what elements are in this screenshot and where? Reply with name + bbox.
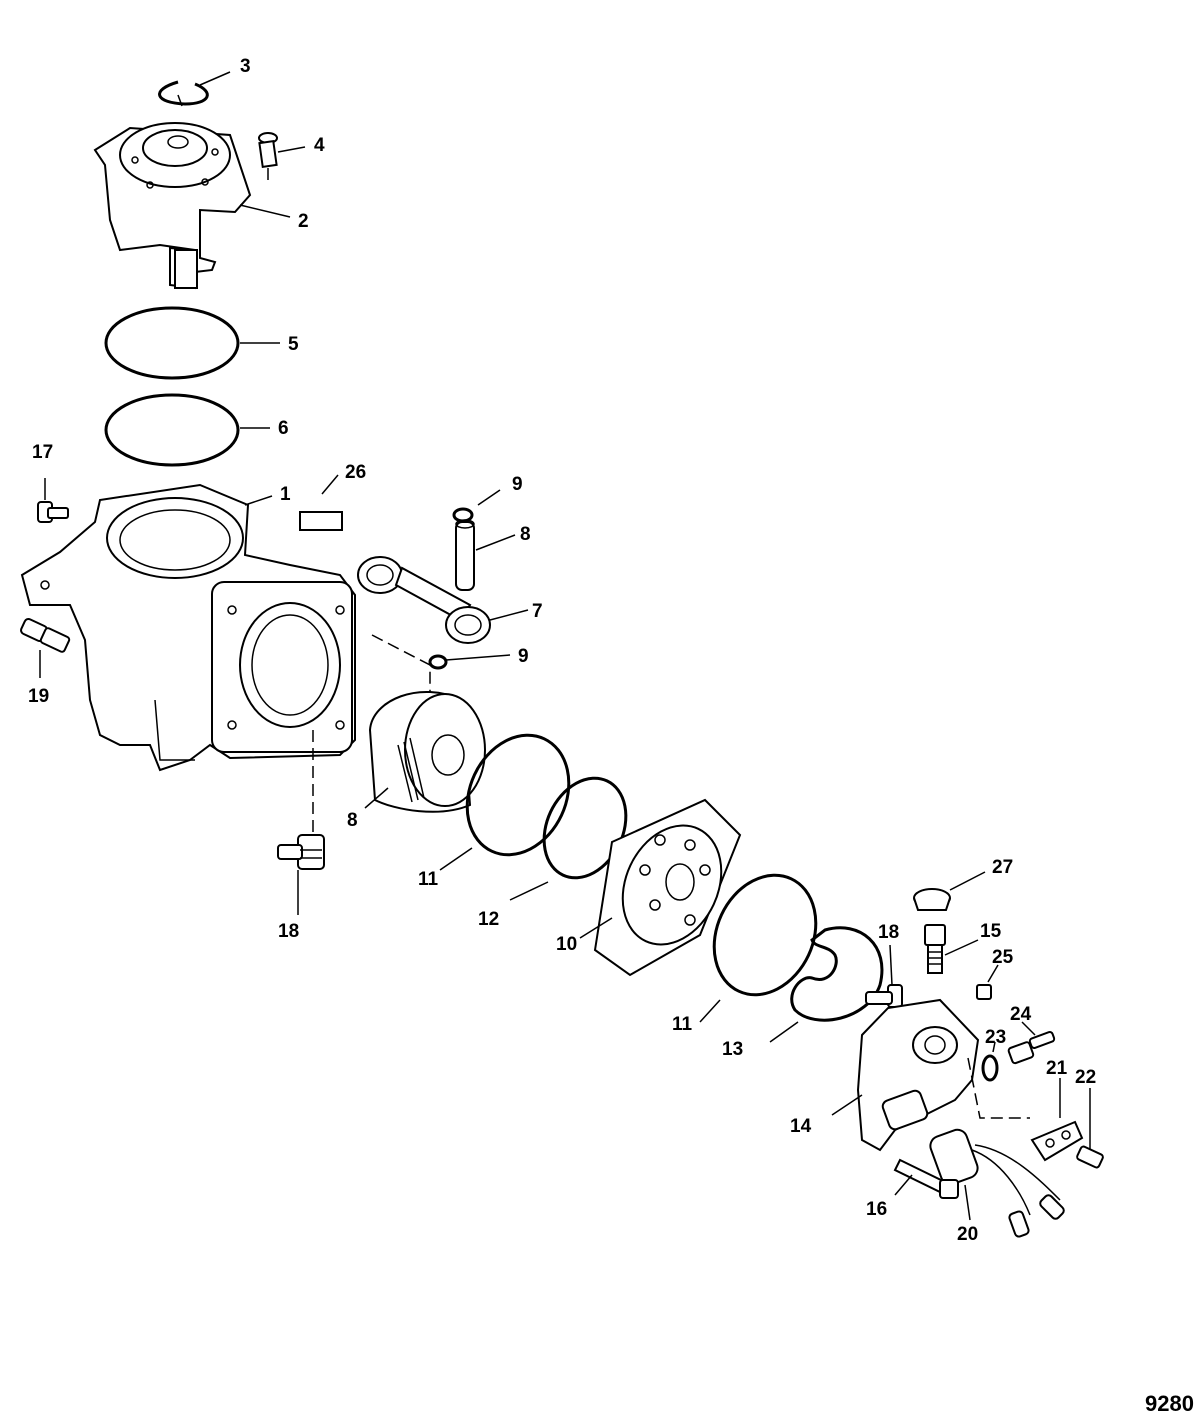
callout-5: 5 bbox=[288, 334, 299, 355]
cap-part-27 bbox=[913, 888, 951, 911]
o-ring-part-23 bbox=[981, 1054, 999, 1082]
callout-25: 25 bbox=[992, 947, 1014, 968]
callout-12: 12 bbox=[478, 909, 499, 930]
bolt-part-16 bbox=[893, 1158, 959, 1199]
callout-27: 27 bbox=[992, 857, 1013, 878]
bolt-part-22 bbox=[1076, 1145, 1104, 1169]
sensor-part-20 bbox=[929, 1128, 1065, 1238]
callout-8-pin: 8 bbox=[520, 524, 531, 545]
callout-18-right: 18 bbox=[878, 922, 899, 943]
fitting-part-19 bbox=[20, 617, 71, 653]
callout-15: 15 bbox=[980, 921, 1002, 942]
callout-6: 6 bbox=[278, 418, 289, 439]
gasket-part-13 bbox=[790, 926, 884, 1022]
callout-26: 26 bbox=[345, 462, 366, 483]
elbow-fitting-part-18-right bbox=[865, 984, 903, 1008]
plug-part-25 bbox=[976, 984, 992, 1000]
elbow-fitting-part-18-left bbox=[277, 834, 325, 870]
callout-9-upper: 9 bbox=[512, 474, 523, 495]
clip-part-9-upper bbox=[452, 507, 474, 523]
callout-9-lower: 9 bbox=[518, 646, 529, 667]
connecting-rod-part-7 bbox=[357, 556, 491, 644]
valve-plate-part-10 bbox=[593, 798, 742, 977]
callout-10: 10 bbox=[556, 934, 577, 955]
fitting-part-24 bbox=[1007, 1031, 1056, 1065]
piston-part-8 bbox=[368, 691, 486, 813]
callout-13: 13 bbox=[722, 1039, 743, 1060]
o-ring-part-5 bbox=[104, 306, 240, 380]
callout-23: 23 bbox=[985, 1027, 1006, 1048]
callout-16: 16 bbox=[866, 1199, 887, 1220]
fitting-part-15 bbox=[924, 924, 946, 974]
callout-20: 20 bbox=[957, 1224, 978, 1245]
end-cap-part-14 bbox=[856, 998, 980, 1152]
o-ring-part-11-left bbox=[465, 733, 571, 857]
callout-11-left: 11 bbox=[418, 869, 439, 890]
bolt-part-4 bbox=[258, 132, 278, 185]
alignment-line-rod bbox=[371, 634, 431, 700]
bracket-part-21 bbox=[1030, 1120, 1084, 1162]
callout-3: 3 bbox=[240, 56, 251, 77]
callout-11-right: 11 bbox=[672, 1014, 693, 1035]
callout-17: 17 bbox=[32, 442, 53, 463]
leader-lines bbox=[39, 71, 1091, 1221]
callout-21: 21 bbox=[1046, 1058, 1068, 1079]
compressor-body-part-1 bbox=[20, 483, 356, 772]
callout-7: 7 bbox=[532, 601, 543, 622]
clip-part-9-lower bbox=[428, 654, 448, 670]
callout-24: 24 bbox=[1010, 1004, 1032, 1025]
head-assembly-part-2 bbox=[93, 122, 252, 290]
callout-8-piston: 8 bbox=[347, 810, 358, 831]
callout-18-left: 18 bbox=[278, 921, 299, 942]
o-ring-part-6 bbox=[104, 393, 240, 467]
part-26-spacer bbox=[299, 511, 343, 531]
figure-id: 9280 bbox=[1145, 1391, 1194, 1416]
callout-19: 19 bbox=[28, 686, 49, 707]
callout-1: 1 bbox=[280, 484, 291, 505]
snap-ring-part-3 bbox=[158, 80, 209, 107]
callout-14: 14 bbox=[790, 1116, 812, 1137]
pin-part-8 bbox=[455, 519, 475, 591]
o-ring-part-11-right bbox=[712, 873, 818, 997]
fitting-part-17 bbox=[37, 501, 69, 523]
callout-4: 4 bbox=[314, 135, 325, 156]
callout-22: 22 bbox=[1075, 1067, 1096, 1088]
callout-2: 2 bbox=[298, 211, 309, 232]
